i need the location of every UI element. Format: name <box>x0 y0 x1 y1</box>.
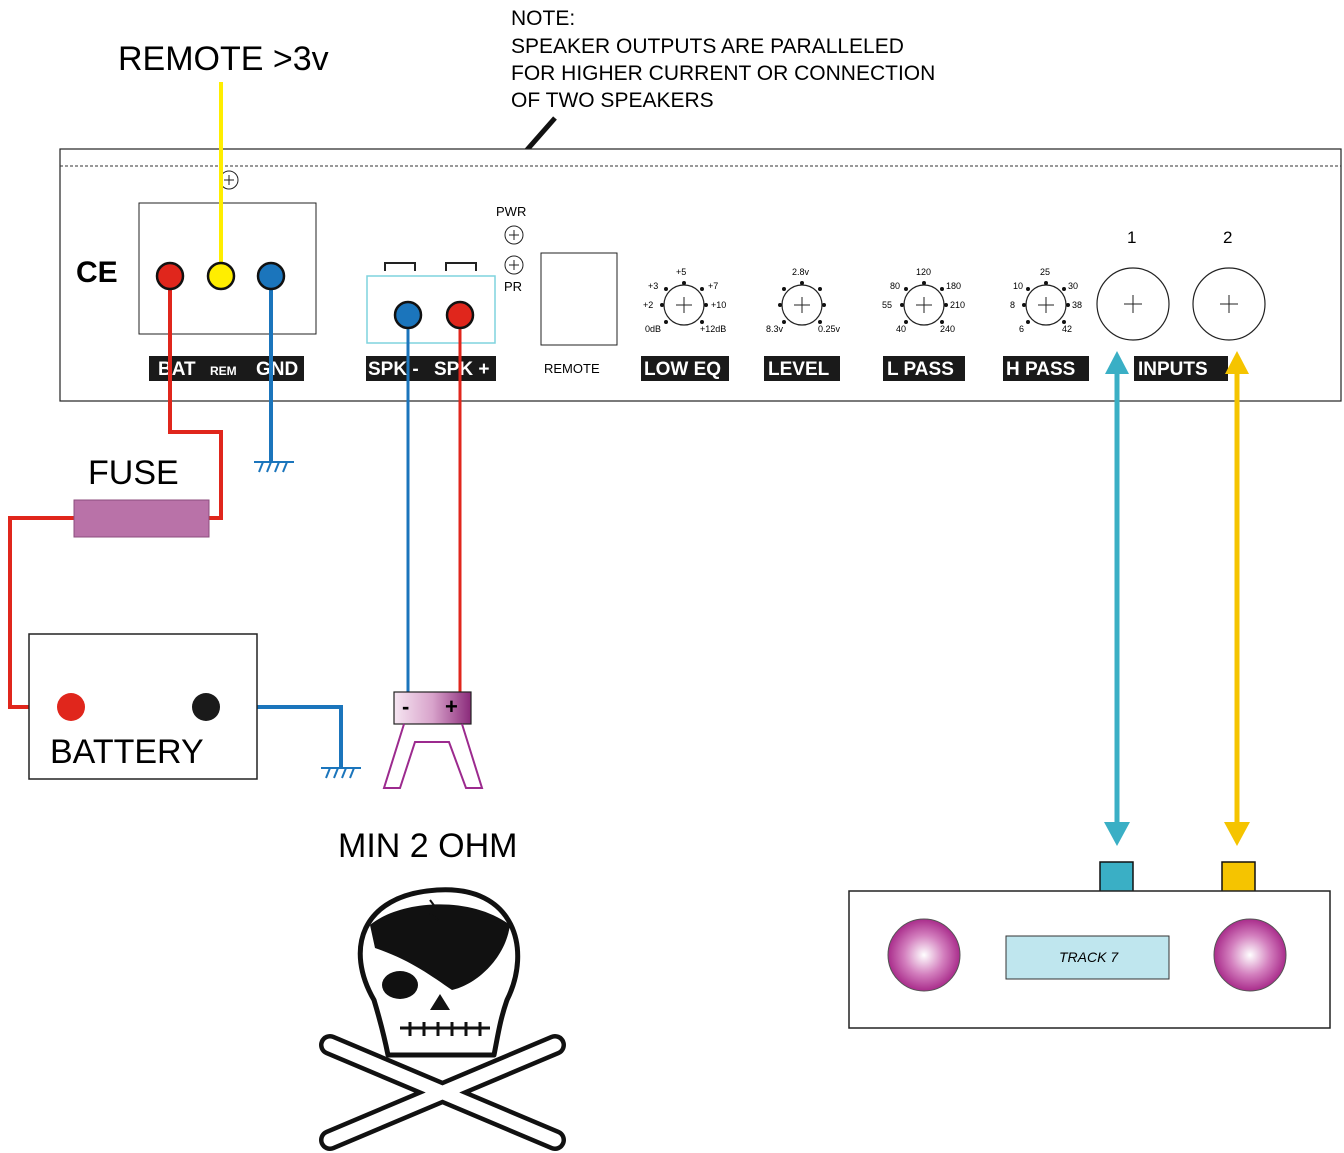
battery-label: BATTERY <box>50 733 204 771</box>
head-unit-display <box>1005 935 1170 980</box>
head-unit-output-1 <box>1099 861 1134 893</box>
h-pass-value: 6 <box>1019 324 1024 334</box>
input-2-number: 2 <box>1223 228 1232 247</box>
l-pass-value: 120 <box>916 267 931 277</box>
note-line-3: OF TWO SPEAKERS <box>511 89 714 112</box>
l-pass-value: 210 <box>950 300 965 310</box>
low-eq-value: +5 <box>676 267 686 277</box>
rem-terminal-label: REM <box>210 364 237 378</box>
speaker-plus-sign: + <box>445 694 458 719</box>
note-block: NOTE: SPEAKER OUTPUTS ARE PARALLELED FOR… <box>511 7 935 112</box>
gnd-terminal-label: GND <box>256 359 298 380</box>
knob-level: 2.8v 8.3v 0.25v LEVEL <box>764 267 841 381</box>
remote-port <box>540 252 618 346</box>
low-eq-value: 0dB <box>645 324 661 334</box>
h-pass-value: 38 <box>1072 300 1082 310</box>
h-pass-value: 42 <box>1062 324 1072 334</box>
battery-positive-terminal <box>57 693 85 721</box>
rca-cable-1 <box>1104 351 1130 846</box>
fuse <box>73 499 210 538</box>
head-unit-output-2 <box>1221 861 1256 893</box>
l-pass-value: 180 <box>946 281 961 291</box>
level-value: 0.25v <box>818 324 841 334</box>
battery-negative-terminal <box>192 693 220 721</box>
skull-crossbones-icon <box>319 887 566 1151</box>
knob-l-pass: 120 80 180 55 210 40 240 L PASS <box>882 267 965 381</box>
spk-plus-label: SPK + <box>434 359 489 380</box>
remote-port-label: REMOTE <box>544 361 600 376</box>
amplifier-panel: CE BAT REM GND SPK - SPK + PWR PR REMOTE <box>59 148 1342 402</box>
rca-cable-2 <box>1224 351 1250 846</box>
l-pass-value: 240 <box>940 324 955 334</box>
input-1-number: 1 <box>1127 228 1136 247</box>
l-pass-value: 80 <box>890 281 900 291</box>
remote-voltage-title: REMOTE >3v <box>118 40 329 78</box>
gnd-terminal-post <box>256 261 286 291</box>
knob-low-eq: +5 +3 +7 +2 +10 0dB +12dB LOW EQ <box>641 267 729 381</box>
l-pass-value: 40 <box>896 324 906 334</box>
level-value: 2.8v <box>792 267 810 277</box>
note-line-1: SPEAKER OUTPUTS ARE PARALLELED <box>511 35 904 58</box>
knob-h-pass: 25 10 30 8 38 6 42 H PASS <box>1003 267 1089 381</box>
chassis-ground-icon <box>254 461 294 473</box>
speaker-terminal-block <box>366 275 496 344</box>
h-pass-value: 25 <box>1040 267 1050 277</box>
spk-minus-label: SPK - <box>368 359 419 380</box>
low-eq-value: +3 <box>648 281 658 291</box>
bat-terminal-post <box>155 261 185 291</box>
low-eq-value: +12dB <box>700 324 726 334</box>
fuse-label: FUSE <box>88 454 179 492</box>
head-unit-track-text: TRACK 7 <box>1059 949 1119 965</box>
l-pass-value: 55 <box>882 300 892 310</box>
level-value: 8.3v <box>766 324 784 334</box>
battery-ground-icon <box>321 767 361 779</box>
min-impedance-label: MIN 2 OHM <box>338 827 517 865</box>
head-unit: TRACK 7 <box>848 861 1331 1029</box>
power-terminal-tag <box>149 356 304 381</box>
rem-terminal-post <box>206 261 236 291</box>
l-pass-label: L PASS <box>887 359 954 380</box>
low-eq-label: LOW EQ <box>644 359 721 380</box>
pwr-indicator-label: PWR <box>496 204 526 219</box>
level-label: LEVEL <box>768 359 830 380</box>
note-line-2: FOR HIGHER CURRENT OR CONNECTION <box>511 62 935 85</box>
low-eq-value: +7 <box>708 281 718 291</box>
h-pass-value: 10 <box>1013 281 1023 291</box>
h-pass-value: 30 <box>1068 281 1078 291</box>
inputs-tag <box>1134 356 1228 381</box>
spk-minus-post <box>393 300 423 330</box>
low-eq-value: +2 <box>643 300 653 310</box>
h-pass-value: 8 <box>1010 300 1015 310</box>
ce-mark: CE <box>76 256 118 289</box>
speaker-terminal-tag <box>366 356 496 381</box>
pr-indicator-label: PR <box>504 279 522 294</box>
head-unit-tune-knob <box>1213 918 1287 992</box>
note-heading: NOTE: <box>511 7 575 30</box>
speaker: - + <box>382 691 484 789</box>
bat-terminal-label: BAT <box>158 359 196 380</box>
inputs-label: INPUTS <box>1138 359 1208 380</box>
low-eq-value: +10 <box>711 300 726 310</box>
head-unit-volume-knob <box>887 918 961 992</box>
h-pass-label: H PASS <box>1006 359 1075 380</box>
spk-plus-post <box>445 300 475 330</box>
speaker-minus-sign: - <box>402 694 409 719</box>
